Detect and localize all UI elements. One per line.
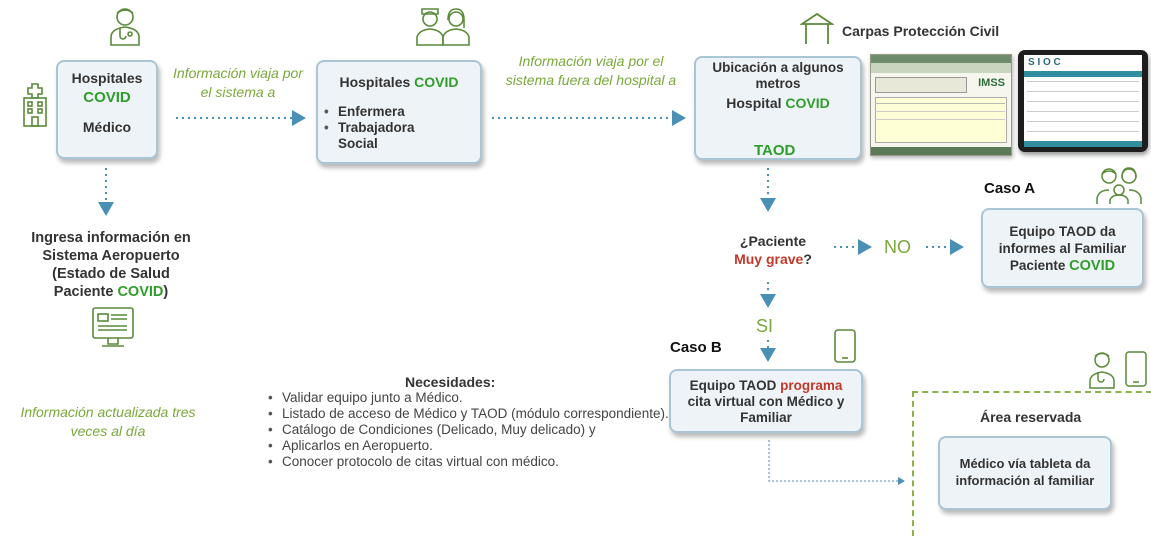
- area-line1: Médico vía tableta da: [959, 456, 1091, 471]
- area-reservada-label: Área reservada: [980, 409, 1082, 425]
- no-label: NO: [884, 237, 911, 257]
- tent-icon: [800, 12, 834, 46]
- ubicacion-hospital-line: Hospital COVID: [696, 95, 860, 111]
- caso-a-covid: COVID: [1069, 258, 1116, 274]
- covid-2-label: COVID: [414, 74, 459, 90]
- hospital-building-icon: [22, 82, 48, 128]
- doctor-tablet-icon: [1088, 350, 1150, 390]
- caso-a-box: Equipo TAOD da informes al Familiar Paci…: [981, 208, 1144, 288]
- necesidad-item: Validar equipo junto a Médico.: [268, 390, 670, 406]
- ingresa-covid: COVID: [117, 284, 164, 300]
- area-line2: información al familiar: [955, 473, 1095, 488]
- necesidad-item: Listado de acceso de Médico y TAOD (módu…: [268, 406, 670, 422]
- staff-list: Enfermera Trabajadora Social: [318, 104, 480, 152]
- caso-a-line1: Equipo TAOD da: [1009, 224, 1116, 239]
- ingresa-text: Ingresa información en Sistema Aeropuert…: [31, 230, 191, 300]
- arrow-to-area: [768, 440, 905, 485]
- taod-label: TAOD: [754, 142, 796, 159]
- staff-item-trabajadora: Trabajadora Social: [324, 120, 448, 152]
- area-reservada-region: [912, 391, 1151, 536]
- si-label: SI: [756, 316, 774, 336]
- necesidades-title: Necesidades:: [405, 374, 496, 390]
- staff-item-enfermera: Enfermera: [324, 104, 480, 120]
- caso-b-line1: Equipo TAOD programa: [671, 378, 861, 394]
- hospitales-covid-2-box: Hospitales COVID Enfermera Trabajadora S…: [316, 60, 482, 164]
- covid-label: COVID: [83, 89, 131, 106]
- caso-a-paciente: Paciente: [1009, 258, 1070, 273]
- ingresa-end: ): [163, 284, 169, 300]
- pregunta-line1: ¿Paciente: [739, 233, 807, 249]
- computer-icon: [90, 306, 136, 350]
- ubicacion-box: Ubicación a algunos metros Hospital COVI…: [694, 56, 862, 160]
- carpas-label: Carpas Protección Civil: [842, 23, 1000, 39]
- necesidades-list: Validar equipo junto a Médico. Listado d…: [256, 390, 670, 470]
- muy-grave: Muy grave: [734, 251, 804, 267]
- nurse-social-worker-icon: [415, 6, 471, 46]
- tablet-icon: [833, 328, 857, 364]
- info-sistema-label: Información viaja por el sistema a: [173, 65, 303, 100]
- hospitales-covid-box: Hospitales COVID Médico: [56, 60, 158, 159]
- hospital-label: Hospital: [726, 95, 786, 111]
- pregunta-mark: ?: [803, 251, 812, 267]
- area-text: Médico vía tableta da información al fam…: [940, 455, 1110, 489]
- caso-b-equipo: Equipo TAOD: [689, 378, 781, 393]
- pregunta-line2: Muy grave?: [718, 250, 828, 268]
- family-icon: [1096, 166, 1142, 206]
- caso-b-text: Equipo TAOD programa cita virtual con Mé…: [671, 378, 861, 426]
- sioc-title: S I O C: [1028, 57, 1061, 68]
- doctor-icon: [108, 6, 142, 46]
- necesidad-item: Conocer protocolo de citas virtual con m…: [268, 454, 670, 470]
- imss-system-screenshot: IMSS: [870, 54, 1012, 156]
- necesidad-item: Catálogo de Condiciones (Delicado, Muy d…: [268, 422, 632, 438]
- imss-logo: IMSS: [978, 77, 1005, 89]
- caso-b-line3: Familiar: [740, 410, 792, 425]
- sioc-tablet-screenshot: S I O C: [1018, 50, 1148, 152]
- ingresa-label: Ingresa información en Sistema Aeropuert…: [22, 229, 200, 301]
- caso-b-box: Equipo TAOD programa cita virtual con Mé…: [669, 369, 863, 433]
- medico-label: Médico: [82, 119, 132, 135]
- hospitales-2-label: Hospitales: [339, 74, 415, 90]
- pregunta-label: ¿Paciente Muy grave?: [718, 232, 828, 268]
- caso-a-line2: informes al Familiar: [998, 241, 1127, 256]
- caso-b-label: Caso B: [670, 339, 722, 356]
- caso-b-line2: cita virtual con Médico y: [687, 394, 845, 409]
- hospitales-label: Hospitales: [71, 70, 143, 86]
- area-box: Médico vía tableta da información al fam…: [938, 436, 1112, 510]
- info-fuera-label: Información viaja por el sistema fuera d…: [505, 53, 677, 88]
- caso-a-line3: Paciente COVID: [983, 257, 1142, 275]
- actualizada-label: Información actualizada tres veces al dí…: [20, 404, 196, 439]
- caso-a-label: Caso A: [984, 180, 1036, 197]
- hospitales-covid-2-title: Hospitales COVID: [318, 74, 480, 90]
- necesidad-item: Aplicarlos en Aeropuerto.: [268, 438, 670, 454]
- covid-3-label: COVID: [785, 95, 830, 111]
- caso-b-programa: programa: [780, 378, 843, 393]
- ubicacion-label: Ubicación a algunos metros: [712, 60, 844, 91]
- caso-a-text: Equipo TAOD da informes al Familiar Paci…: [983, 223, 1142, 275]
